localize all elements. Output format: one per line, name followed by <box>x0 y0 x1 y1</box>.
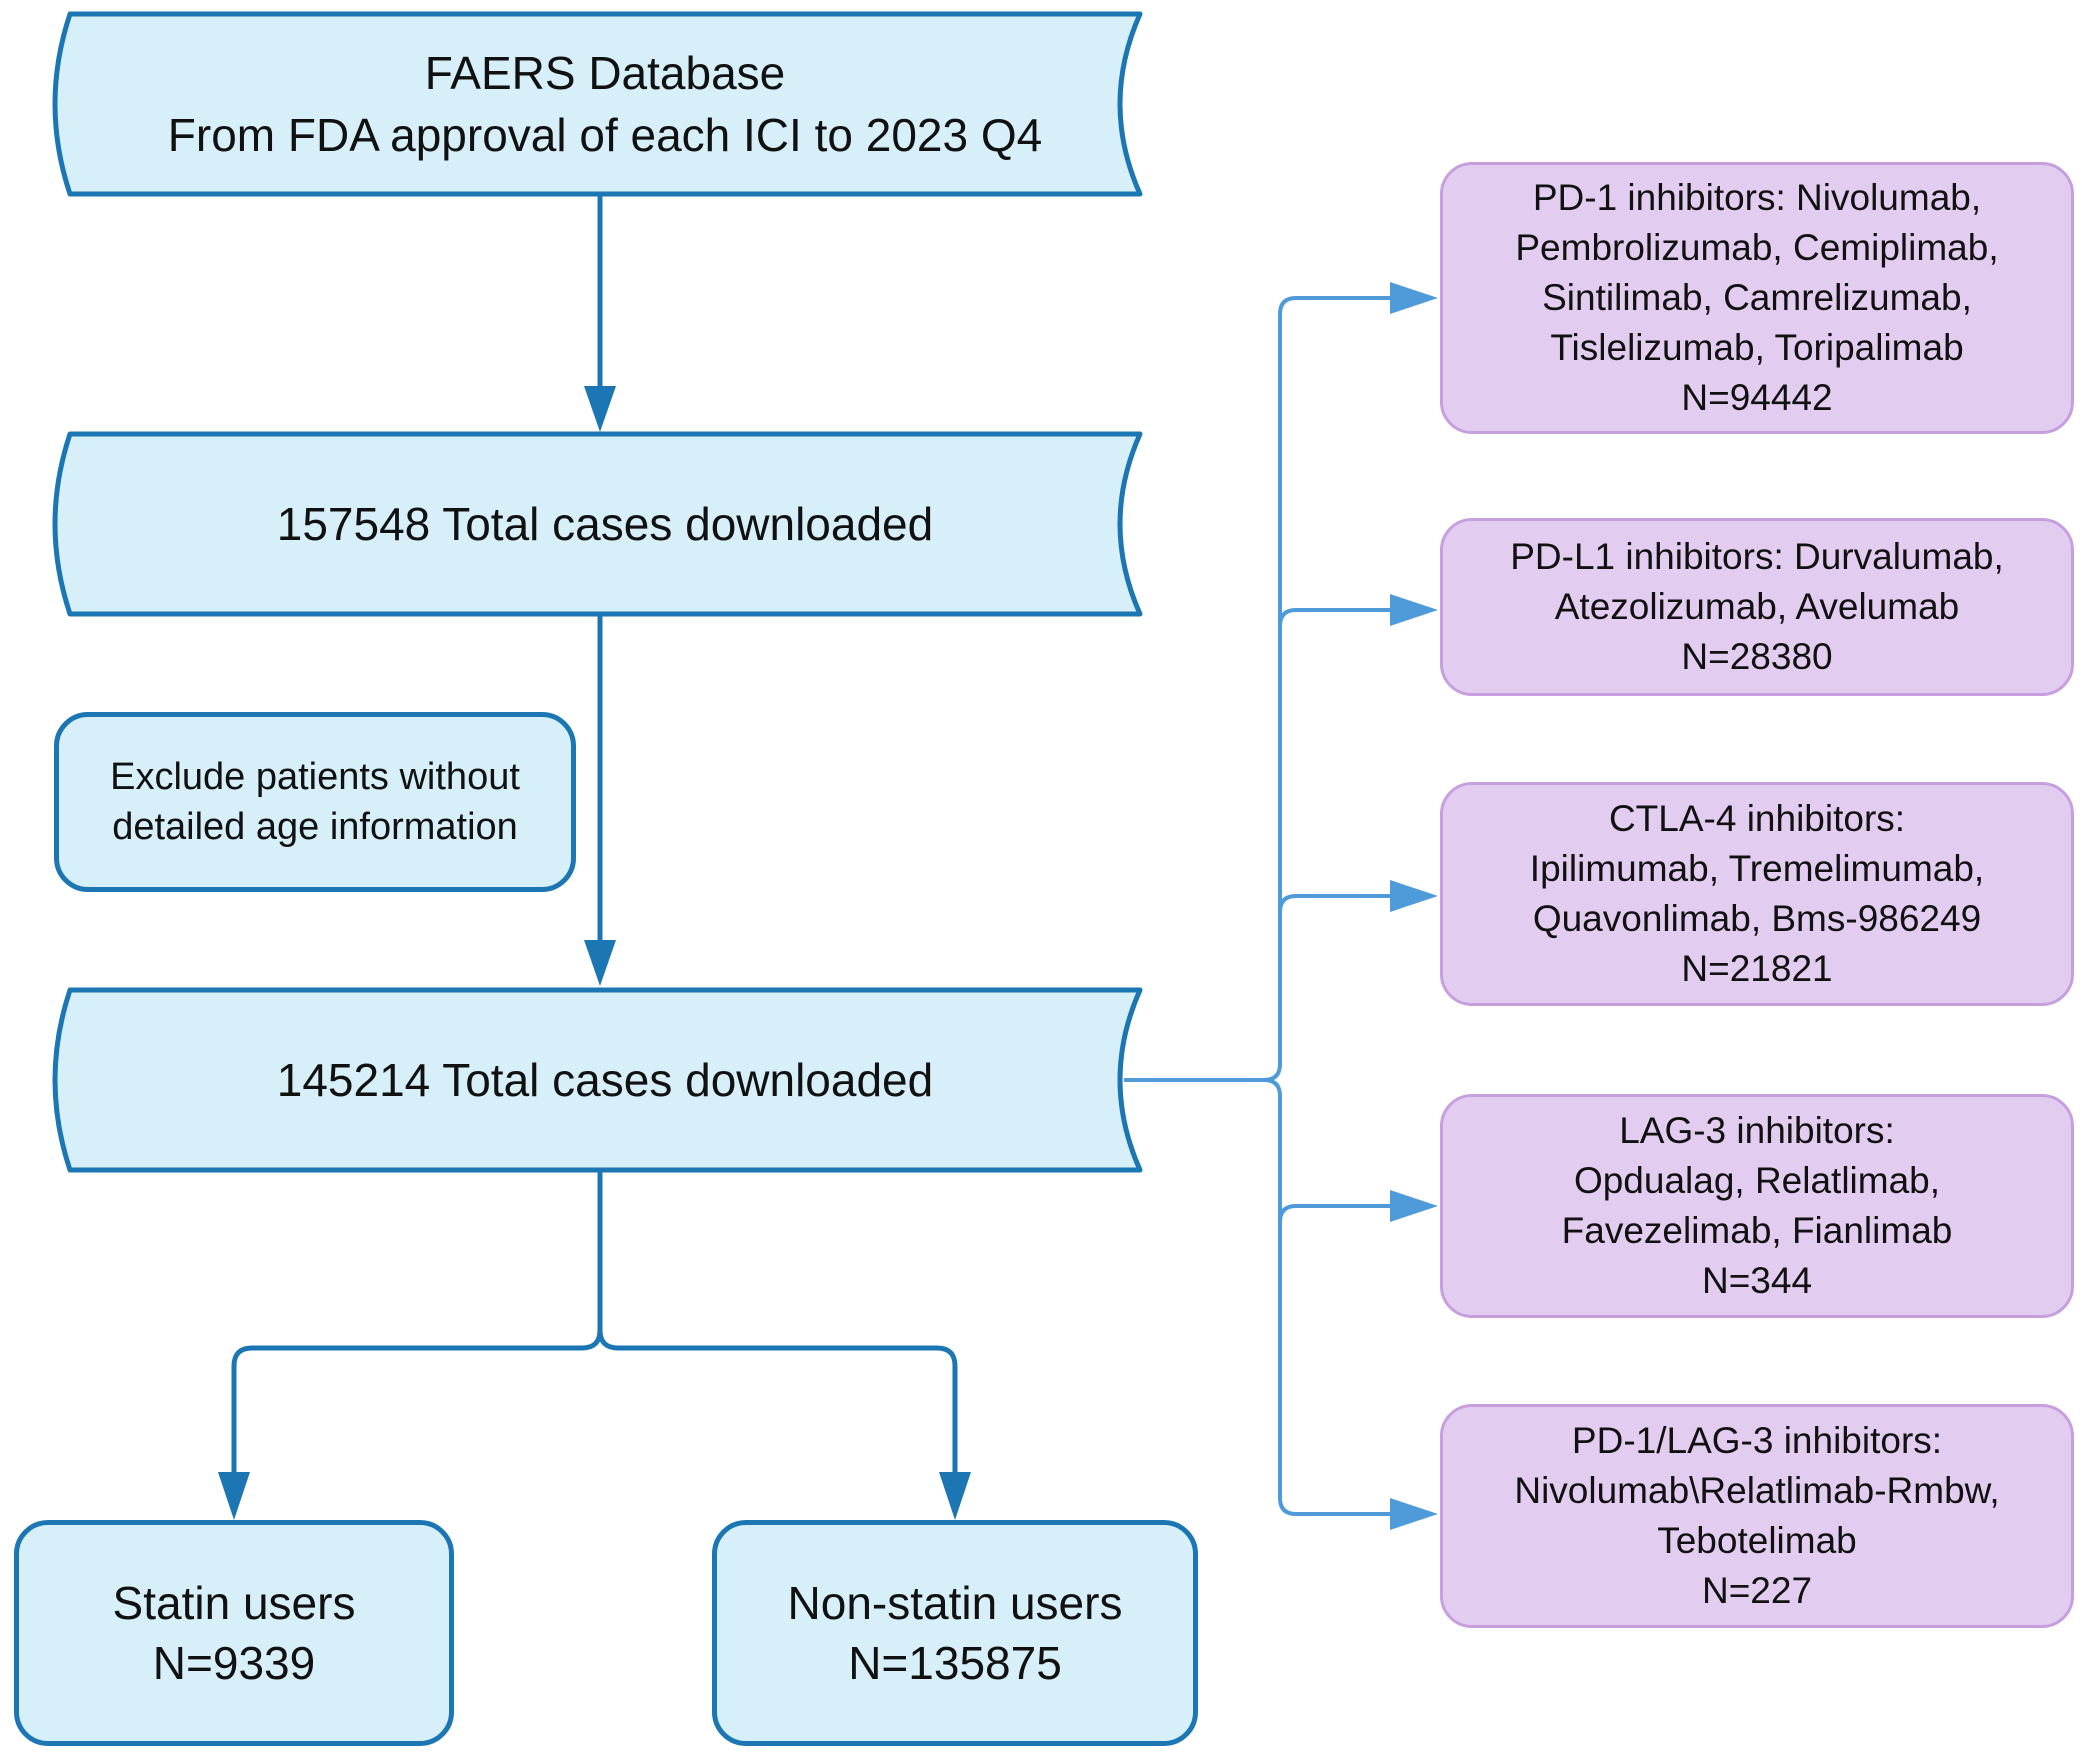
pd1-inhibitors-box: PD-1 inhibitors: Nivolumab, Pembrolizuma… <box>1440 162 2074 434</box>
source-banner-shape <box>52 11 1143 197</box>
drug-count: N=94442 <box>1681 377 1833 418</box>
exclusion-line-2: detailed age information <box>112 806 518 848</box>
drug-line: Nivolumab\Relatlimab-Rmbw, <box>1514 1470 2000 1511</box>
drug-line: PD-1 inhibitors: Nivolumab, <box>1532 177 1982 218</box>
branch-connector <box>1124 296 1392 1516</box>
main-arrow-1 <box>584 194 616 432</box>
downloaded-banner: 157548 Total cases downloaded <box>90 434 1120 614</box>
non-statin-users-count: N=135875 <box>848 1637 1062 1689</box>
ctla4-inhibitors-box: CTLA-4 inhibitors: Ipilimumab, Tremelimu… <box>1440 782 2074 1006</box>
drug-line: Pembrolizumab, Cemiplimab, <box>1515 227 1999 268</box>
drug-count: N=28380 <box>1681 636 1833 677</box>
drug-line: Sintilimab, Camrelizumab, <box>1542 277 1972 318</box>
source-banner: FAERS Database From FDA approval of each… <box>90 14 1120 194</box>
analyzed-banner-shape <box>52 987 1143 1173</box>
drug-line: Tebotelimab <box>1657 1520 1857 1561</box>
drug-line: PD-L1 inhibitors: Durvalumab, <box>1510 536 2004 577</box>
pd1-lag3-inhibitors-box: PD-1/LAG-3 inhibitors: Nivolumab\Relatli… <box>1440 1404 2074 1628</box>
analyzed-count: 145214 Total cases downloaded <box>276 1054 934 1106</box>
statin-users-box: Statin users N=9339 <box>14 1520 454 1746</box>
drug-line: PD-1/LAG-3 inhibitors: <box>1571 1420 1943 1461</box>
split-connector <box>218 1170 971 1520</box>
drug-line: Tislelizumab, Toripalimab <box>1550 327 1964 368</box>
statin-users-label: Statin users <box>112 1577 356 1629</box>
drug-count: N=227 <box>1701 1570 1813 1611</box>
downloaded-count: 157548 Total cases downloaded <box>276 498 934 550</box>
exclusion-box: Exclude patients without detailed age in… <box>54 712 576 892</box>
drug-line: Ipilimumab, Tremelimumab, <box>1529 848 1985 889</box>
non-statin-users-label: Non-statin users <box>787 1577 1123 1629</box>
source-period: From FDA approval of each ICI to 2023 Q4 <box>167 109 1043 161</box>
pdl1-inhibitors-box: PD-L1 inhibitors: Durvalumab, Atezolizum… <box>1440 518 2074 696</box>
drug-line: CTLA-4 inhibitors: <box>1608 798 1906 839</box>
drug-count: N=344 <box>1701 1260 1813 1301</box>
downloaded-banner-shape <box>52 431 1143 617</box>
drug-line: LAG-3 inhibitors: <box>1619 1110 1895 1151</box>
drug-count: N=21821 <box>1681 948 1833 989</box>
main-arrow-2 <box>584 614 616 986</box>
drug-line: Favezelimab, Fianlimab <box>1561 1210 1953 1251</box>
non-statin-users-box: Non-statin users N=135875 <box>712 1520 1198 1746</box>
source-title: FAERS Database <box>424 47 786 99</box>
branch-arrowheads <box>1390 282 1438 1530</box>
drug-line: Quavonlimab, Bms-986249 <box>1532 898 1982 939</box>
analyzed-banner: 145214 Total cases downloaded <box>90 990 1120 1170</box>
exclusion-line-1: Exclude patients without <box>110 756 520 798</box>
drug-line: Atezolizumab, Avelumab <box>1554 586 1960 627</box>
drug-line: Opdualag, Relatlimab, <box>1573 1160 1941 1201</box>
statin-users-count: N=9339 <box>152 1637 316 1689</box>
lag3-inhibitors-box: LAG-3 inhibitors: Opdualag, Relatlimab, … <box>1440 1094 2074 1318</box>
